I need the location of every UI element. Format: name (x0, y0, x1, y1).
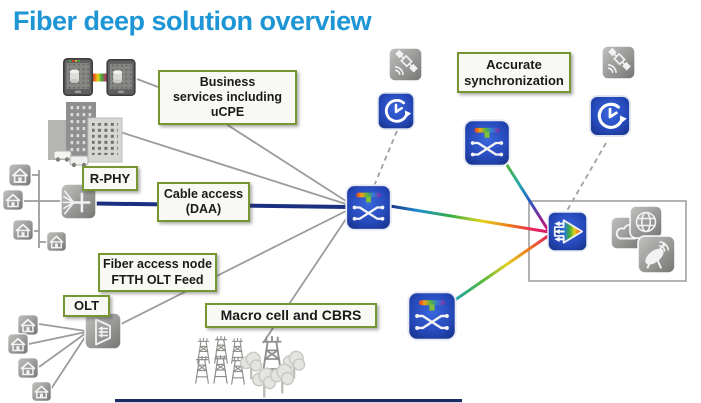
link-devices-to-business-label (136, 78, 159, 88)
internet-globe-icon (629, 205, 663, 239)
page-title: Fiber deep solution overview (13, 6, 372, 36)
home-icon (7, 333, 29, 355)
truck-icon (53, 150, 89, 168)
satellite-dish-icon (637, 235, 676, 274)
ucpe-device-icon (106, 59, 136, 96)
device-status-leds (69, 60, 80, 62)
label-accurate-sync: Accurate synchronization (457, 52, 571, 93)
label-macro-cell: Macro cell and CBRS (205, 303, 377, 328)
link-buildings-to-switch (113, 129, 350, 206)
olt-home-fan (28, 323, 88, 390)
bottom-edge-bar (115, 399, 462, 403)
gnss-satellite-icon (388, 47, 423, 82)
transport-switch-icon (345, 184, 392, 231)
home-icon (31, 381, 52, 402)
home-icon (46, 231, 67, 252)
core-network-container (528, 200, 687, 282)
label-fiber-access-node: Fiber access node FTTH OLT Feed (98, 253, 217, 292)
business-buildings-icon (48, 102, 123, 168)
link-olt-to-switch (118, 209, 349, 326)
transport-switch-icon (463, 119, 511, 167)
home-icon (17, 357, 39, 379)
sync-clock-icon (377, 92, 415, 130)
sync-clock-icon (589, 95, 631, 137)
label-olt: OLT (63, 295, 110, 317)
olt-node-icon (84, 312, 122, 350)
macro-cell-site (195, 336, 306, 399)
home-icon (8, 163, 32, 187)
home-icon (12, 219, 34, 241)
rainbow-link-switch-to-router (388, 204, 551, 234)
transport-switch-icon (407, 291, 457, 341)
label-business-services: Business services including uCPE (158, 70, 297, 125)
aggregation-router-icon (547, 211, 588, 252)
home-icon (2, 189, 24, 211)
dashed-clock-to-switch (373, 130, 398, 187)
homes-stubs (24, 174, 47, 243)
label-cable-access: Cable access (DAA) (157, 182, 250, 222)
rainbow-link-switch3-to-router (453, 234, 550, 302)
gnss-satellite-icon (601, 45, 636, 80)
link-business-to-switch (225, 123, 350, 204)
rainbow-link-switch2-to-router (505, 163, 550, 232)
ucpe-device-icon (63, 58, 93, 96)
rainbow-link-icon (93, 73, 107, 82)
home-icon (17, 314, 39, 336)
optical-links (388, 163, 551, 302)
label-r-phy: R-PHY (82, 166, 138, 191)
cell-tower-icon (213, 355, 228, 384)
